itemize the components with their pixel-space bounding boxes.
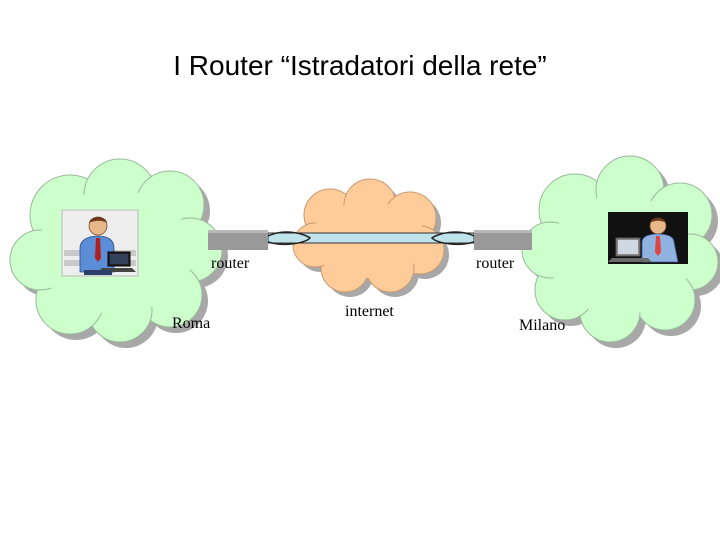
- router-right: [474, 230, 532, 250]
- milano-label: Milano: [519, 317, 565, 334]
- router-left: [208, 230, 268, 250]
- router-right-label: router: [476, 255, 515, 272]
- roma-label: Roma: [172, 315, 210, 332]
- diagram-title: I Router “Istradatori della rete”: [173, 50, 547, 81]
- man-at-laptop-icon: [608, 212, 688, 264]
- network-cable: [267, 231, 475, 245]
- internet-label: internet: [345, 303, 394, 320]
- man-with-laptop-icon: [61, 209, 139, 277]
- router-left-label: router: [211, 255, 250, 272]
